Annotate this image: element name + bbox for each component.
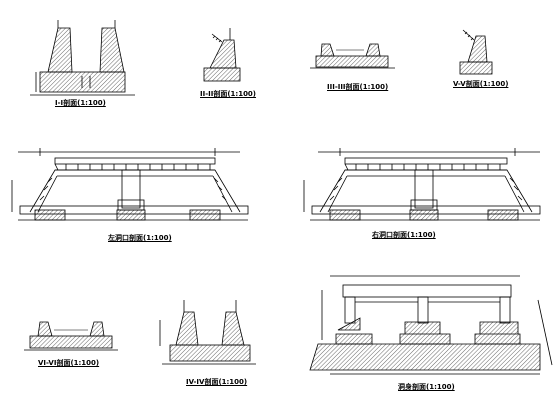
section-2-drawing	[203, 28, 241, 82]
section-6-caption: VI-VI剖面(1:100)	[38, 359, 100, 367]
section-5-caption: V-V剖面(1:100)	[453, 80, 509, 88]
section-6-drawing	[24, 321, 118, 351]
left-opening-drawing	[11, 148, 249, 221]
section-2-caption: II-II剖面(1:100)	[200, 90, 257, 98]
longitudinal-drawing	[309, 275, 553, 375]
section-5-drawing	[459, 29, 493, 75]
section-4-caption: IV-IV剖面(1:100)	[186, 378, 248, 386]
right-opening-caption: 右洞口剖面(1:100)	[372, 231, 436, 239]
right-opening-drawing	[303, 148, 541, 221]
section-4-drawing	[159, 300, 256, 365]
section-1-caption: I-I剖面(1:100)	[55, 99, 106, 107]
section-3-drawing	[310, 43, 395, 69]
longitudinal-caption: 洞身剖面(1:100)	[398, 383, 455, 391]
section-1-drawing	[30, 20, 135, 96]
section-3-caption: III-III剖面(1:100)	[327, 83, 389, 91]
left-opening-caption: 左洞口剖面(1:100)	[108, 234, 172, 242]
